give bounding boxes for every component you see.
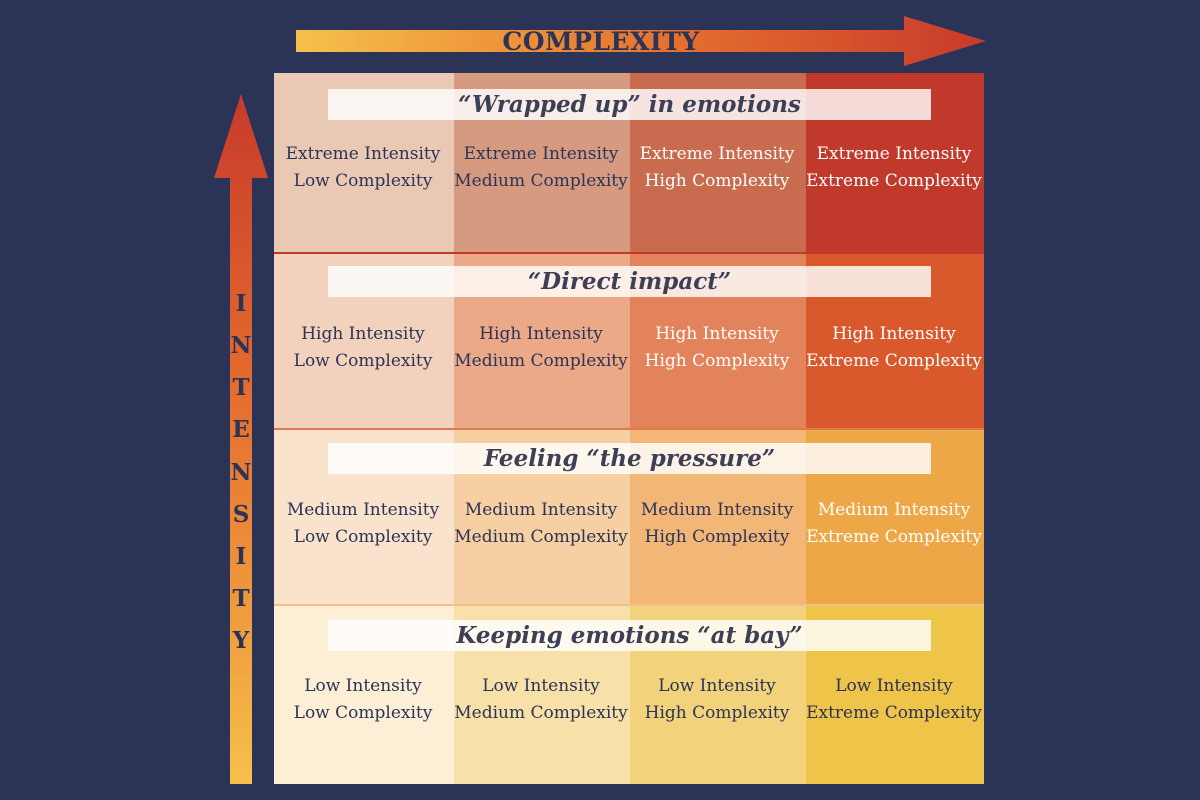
complexity-arrow bbox=[296, 16, 986, 66]
cell-complexity-text: Low Complexity bbox=[293, 351, 433, 371]
cell-complexity-text: Extreme Complexity bbox=[806, 527, 982, 547]
cell-intensity-text: Medium Intensity bbox=[640, 500, 794, 520]
cell-complexity-text: Low Complexity bbox=[293, 171, 433, 191]
cell-complexity-text: Low Complexity bbox=[293, 527, 433, 547]
cell-intensity-text: High Intensity bbox=[832, 324, 956, 344]
row-divider bbox=[274, 428, 984, 430]
cell-intensity-text: Low Intensity bbox=[304, 676, 422, 696]
cell-complexity-text: Medium Complexity bbox=[454, 171, 628, 191]
intensity-letter: Y bbox=[232, 627, 250, 654]
cell-complexity-text: Medium Complexity bbox=[454, 703, 628, 723]
intensity-letter: E bbox=[232, 416, 250, 444]
cell-intensity-text: High Intensity bbox=[301, 324, 425, 344]
cell-complexity-text: High Complexity bbox=[644, 171, 790, 191]
cell-intensity-text: Extreme Intensity bbox=[463, 144, 619, 164]
complexity-axis-label: COMPLEXITY bbox=[502, 26, 700, 56]
row-banner-wrapped-up: “Wrapped up” in emotions bbox=[328, 89, 931, 120]
cell-intensity-text: High Intensity bbox=[655, 324, 779, 344]
cell-intensity-text: Medium Intensity bbox=[286, 500, 440, 520]
intensity-letter: I bbox=[235, 542, 247, 570]
intensity-arrow bbox=[214, 94, 268, 784]
cell-complexity-text: Extreme Complexity bbox=[806, 171, 982, 191]
cell-intensity-text: Medium Intensity bbox=[817, 500, 971, 520]
row-divider bbox=[274, 252, 984, 254]
cell-complexity-text: Medium Complexity bbox=[454, 527, 628, 547]
intensity-letter: S bbox=[232, 500, 250, 528]
cell-complexity-text: High Complexity bbox=[644, 527, 790, 547]
intensity-letter: I bbox=[235, 290, 247, 317]
cell-intensity-text: High Intensity bbox=[479, 324, 603, 344]
cell-complexity-text: Low Complexity bbox=[293, 703, 433, 723]
row-divider bbox=[274, 604, 984, 606]
cell-intensity-text: Low Intensity bbox=[482, 676, 600, 696]
cell-complexity-text: Extreme Complexity bbox=[806, 351, 982, 371]
intensity-axis-label: I N T E N S I T Y bbox=[230, 292, 252, 652]
intensity-letter: N bbox=[230, 458, 252, 486]
intensity-letter: T bbox=[232, 374, 250, 402]
cell-intensity-text: Extreme Intensity bbox=[285, 144, 441, 164]
cell-intensity-text: Low Intensity bbox=[835, 676, 953, 696]
cell-intensity-text: Medium Intensity bbox=[464, 500, 618, 520]
row-banner-direct-impact: “Direct impact” bbox=[328, 266, 931, 297]
cell-intensity-text: Low Intensity bbox=[658, 676, 776, 696]
row-banner-keeping-at-bay: Keeping emotions “at bay” bbox=[328, 620, 931, 651]
cell-intensity-text: Extreme Intensity bbox=[639, 144, 795, 164]
cell-complexity-text: High Complexity bbox=[644, 351, 790, 371]
cell-intensity-text: Extreme Intensity bbox=[816, 144, 972, 164]
cell-complexity-text: Extreme Complexity bbox=[806, 703, 982, 723]
row-banner-feeling-pressure: Feeling “the pressure” bbox=[328, 443, 931, 474]
intensity-letter: T bbox=[232, 584, 250, 612]
cell-complexity-text: Medium Complexity bbox=[454, 351, 628, 371]
intensity-letter: N bbox=[230, 332, 252, 360]
cell-complexity-text: High Complexity bbox=[644, 703, 790, 723]
